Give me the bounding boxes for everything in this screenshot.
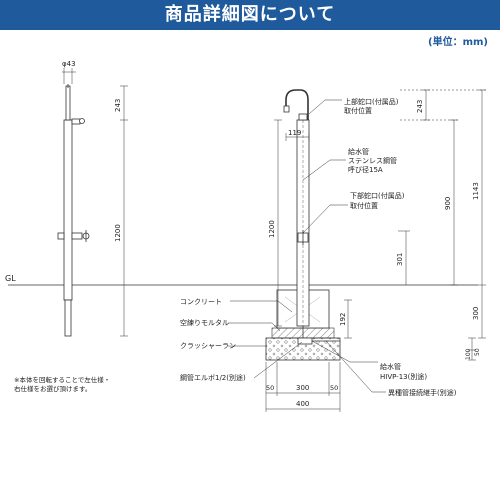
dim-1143-label: 1143 xyxy=(472,182,480,200)
joint-label: 異種管接続継手(別途) xyxy=(388,388,457,397)
mortar-label: 空練りモルタル xyxy=(180,318,229,327)
dim-50r-label: 50 xyxy=(474,348,481,356)
note-line-1: ※本体を回転することで左仕様・ xyxy=(14,376,111,384)
dim-1200-right-label: 1200 xyxy=(268,220,276,238)
left-diameter-label: φ43 xyxy=(62,60,76,68)
dim-192-label: 192 xyxy=(339,313,347,326)
supply-pipe-label-2: HIVP-13(別途) xyxy=(380,372,427,381)
left-post-view xyxy=(57,84,90,337)
page-title: 商品詳細図について xyxy=(164,4,336,25)
left-dim-243: 243 xyxy=(114,99,122,112)
upper-tap-label-1: 上部蛇口(付属品) xyxy=(344,97,399,106)
dim-119 xyxy=(285,133,310,141)
gl-label: GL xyxy=(5,274,16,283)
left-post-body xyxy=(63,119,73,301)
supply-label-3: 呼び径15A xyxy=(348,165,383,174)
supply-label-1: 給水管 xyxy=(348,147,369,156)
bottom-width-dims xyxy=(265,362,341,412)
dim-900-label: 900 xyxy=(444,197,452,210)
dim-300-right-label: 300 xyxy=(472,307,480,320)
lower-tap-label-2: 取付位置 xyxy=(350,201,378,210)
rotation-note: ※本体を回転することで左仕様・ 右仕様をお選び頂けます。 xyxy=(14,376,110,394)
dim-243-right-label: 243 xyxy=(416,100,424,113)
left-upper-tap xyxy=(71,118,81,125)
lower-tap-label-1: 下部蛇口(付属品) xyxy=(350,191,405,200)
dim-400-label: 400 xyxy=(296,400,309,408)
dim-192 xyxy=(344,299,352,339)
right-height-dims xyxy=(400,89,486,361)
elbow-label: 鋼管エルボ1/2(別途) xyxy=(180,373,246,382)
dim-301-label: 301 xyxy=(396,253,404,266)
left-dim-1200: 1200 xyxy=(114,224,122,242)
concrete-label: コンクリート xyxy=(180,298,222,306)
crusher-run-label: クラッシャーラン xyxy=(180,342,236,350)
dim-301 xyxy=(398,230,410,285)
note-line-2: 右仕様をお選び頂けます。 xyxy=(14,385,92,393)
dim-50a-label: 50 xyxy=(266,384,274,392)
left-lower-tap xyxy=(71,232,83,240)
supply-label-2: ステンレス鋼管 xyxy=(348,156,397,165)
left-diameter-dim xyxy=(62,68,76,84)
unit-label: (単位：mm) xyxy=(428,37,488,48)
dim-50b-label: 50 xyxy=(330,384,338,392)
upper-spout xyxy=(285,89,309,120)
leader-lines xyxy=(228,99,386,393)
left-post-foot xyxy=(64,299,72,337)
title-banner xyxy=(0,0,500,30)
dim-119-label: 119 xyxy=(288,129,301,137)
left-height-dim xyxy=(120,85,128,337)
supply-pipe-label-1: 給水管 xyxy=(380,362,401,371)
dim-100-label: 100 xyxy=(465,348,472,360)
dim-300b-label: 300 xyxy=(296,384,309,392)
upper-tap-label-2: 取付位置 xyxy=(344,106,372,115)
left-post-cap xyxy=(65,85,71,121)
